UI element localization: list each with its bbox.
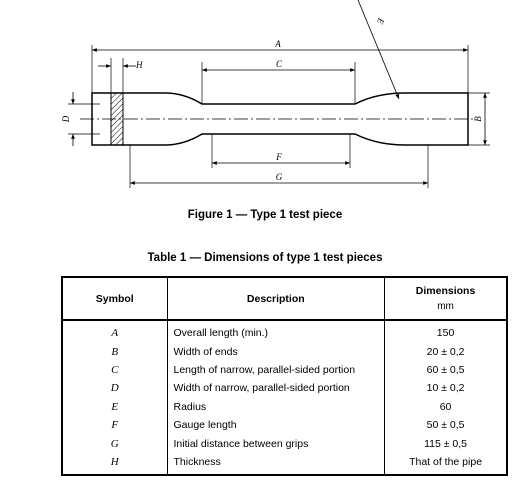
table-row: E Radius 60 (61, 397, 509, 416)
cell-symbol: B (61, 342, 168, 361)
cell-value: 150 (384, 320, 509, 343)
cell-value: 115 ± 0,5 (384, 434, 509, 453)
header-description: Description (166, 276, 386, 321)
label-a: A (274, 39, 281, 49)
cell-symbol: H (61, 452, 168, 477)
leader-line-e (357, 0, 400, 100)
header-unit: mm (437, 300, 454, 312)
dimension-lines (71, 0, 487, 185)
cell-description: Gauge length (166, 415, 386, 435)
table-row: H Thickness That of the pipe (61, 452, 509, 477)
label-g: G (276, 172, 283, 182)
cell-value: 10 ± 0,2 (384, 379, 509, 398)
table-row: C Length of narrow, parallel-sided porti… (61, 360, 509, 380)
table-row: B Width of ends 20 ± 0,2 (61, 342, 509, 361)
header-symbol: Symbol (61, 276, 168, 321)
cell-description: Initial distance between grips (166, 434, 386, 453)
table-header-row: Symbol Description Dimensions mm (61, 276, 509, 321)
cell-symbol: E (61, 397, 168, 416)
dimensions-table: Symbol Description Dimensions mm A Overa… (61, 276, 509, 477)
cell-description: Overall length (min.) (166, 320, 386, 343)
cell-description: Width of ends (166, 342, 386, 361)
cell-value: 50 ± 0,5 (384, 415, 509, 435)
cell-symbol: A (61, 320, 168, 343)
table-caption: Table 1 — Dimensions of type 1 test piec… (147, 252, 383, 264)
label-c: C (276, 59, 283, 69)
table-row: D Width of narrow, parallel-sided portio… (61, 379, 509, 398)
cell-value: That of the pipe (384, 452, 509, 477)
label-f: F (275, 152, 282, 162)
table-row: A Overall length (min.) 150 (61, 320, 509, 343)
header-dimensions: Dimensions mm (384, 276, 509, 321)
label-b: B (473, 116, 483, 122)
header-dimensions-label: Dimensions (415, 284, 476, 297)
cell-symbol: F (61, 415, 168, 435)
extension-lines (68, 45, 490, 188)
test-piece-drawing: A C H F G B D E (61, 0, 490, 188)
cell-description: Length of narrow, parallel-sided portion (166, 360, 386, 380)
cell-value: 60 ± 0,5 (384, 360, 509, 380)
table-row: G Initial distance between grips 115 ± 0… (61, 434, 509, 453)
cell-symbol: C (61, 360, 168, 380)
cell-symbol: D (61, 379, 168, 398)
cell-value: 20 ± 0,2 (384, 342, 509, 361)
label-h: H (135, 60, 143, 70)
figure-caption: Figure 1 — Type 1 test piece (187, 209, 343, 221)
cell-symbol: G (61, 434, 168, 453)
cell-description: Thickness (166, 452, 386, 477)
cell-description: Radius (166, 397, 386, 416)
cell-value: 60 (384, 397, 509, 416)
table-row: F Gauge length 50 ± 0,5 (61, 415, 509, 435)
label-e: E (375, 16, 387, 26)
label-d: D (61, 115, 71, 123)
cell-description: Width of narrow, parallel-sided portion (166, 379, 386, 398)
